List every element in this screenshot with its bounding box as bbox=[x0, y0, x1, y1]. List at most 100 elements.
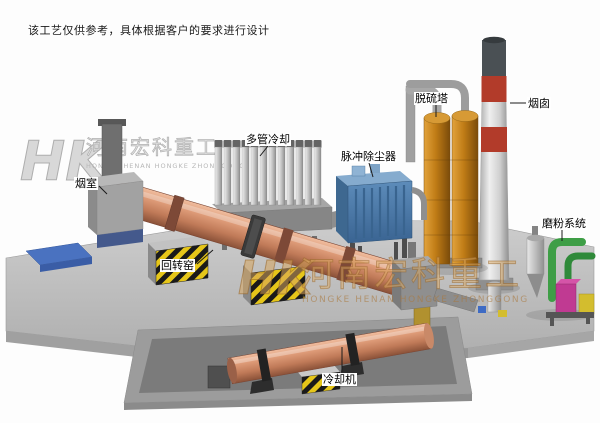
label-chimney: 烟囱 bbox=[527, 97, 551, 110]
tower-1-dome bbox=[423, 112, 451, 124]
left-watermark-company-en: HONGKE HENAN HONGKE ZHONGGONG bbox=[86, 162, 245, 170]
cooling-tube bbox=[304, 146, 313, 206]
cooler-end-cap-left bbox=[226, 357, 237, 384]
mill-box bbox=[555, 283, 577, 315]
kiln-riding-ring-3 bbox=[336, 245, 356, 283]
cyclone-shaft bbox=[526, 237, 545, 275]
collector-top-box bbox=[351, 165, 366, 177]
pier-1-side bbox=[148, 243, 156, 285]
collector-outlet-pipe bbox=[411, 187, 427, 220]
collector-leg bbox=[394, 242, 398, 260]
hood-side bbox=[392, 260, 401, 310]
center-watermark-logo: HK bbox=[238, 251, 315, 305]
cooling-tube bbox=[214, 146, 223, 206]
label-desulfurization-tower: 脱硫塔 bbox=[414, 92, 449, 105]
green-pipe-1 bbox=[548, 238, 586, 302]
kiln-girth-gear-inner bbox=[244, 218, 263, 256]
small-silo-cap bbox=[488, 281, 501, 287]
leader-rotary-kiln bbox=[196, 249, 214, 265]
cooler-cylinder bbox=[226, 322, 434, 385]
kiln-riding-ring-2 bbox=[274, 227, 294, 264]
cooler-highlight bbox=[230, 326, 426, 365]
left-watermark: HK 河南宏科重工 HONGKE HENAN HONGKE ZHONGGONG bbox=[20, 130, 245, 194]
tube-cap bbox=[232, 140, 241, 148]
yellow-unit bbox=[498, 310, 507, 317]
center-watermark-company-en: HONGKE HENAN HONGKE ZHONGGONG bbox=[302, 295, 529, 305]
mill-box-top bbox=[556, 279, 581, 284]
smoke-chamber-top bbox=[88, 172, 143, 187]
tube-cap bbox=[304, 140, 313, 148]
leader-lines bbox=[98, 102, 563, 372]
riser-duct bbox=[101, 123, 123, 183]
cooling-tube bbox=[295, 146, 304, 206]
center-watermark: HK 河南宏科重工 HONGKE HENAN HONGKE ZHONGGONG bbox=[238, 251, 529, 306]
tube-cap bbox=[313, 140, 322, 148]
cooler-roller-mount-1 bbox=[250, 378, 274, 394]
smoke-chamber-side bbox=[88, 178, 97, 235]
collector-leg bbox=[402, 238, 407, 258]
cooling-tube bbox=[268, 146, 277, 206]
yellow-hopper bbox=[578, 293, 595, 315]
cooling-tube bbox=[232, 146, 241, 206]
tower-2-dome bbox=[451, 110, 479, 122]
collector-top-box bbox=[370, 164, 380, 173]
leader-smoke-chamber bbox=[98, 185, 108, 195]
hood-top bbox=[392, 256, 437, 269]
cyclone-top-pipe bbox=[532, 226, 538, 238]
cooling-tube bbox=[250, 146, 259, 206]
pier-1-top bbox=[148, 236, 208, 251]
left-watermark-logo: HK bbox=[20, 130, 111, 193]
chimney-top-section bbox=[482, 40, 506, 76]
label-multi-tube-cooling: 多管冷却 bbox=[245, 133, 291, 146]
cooling-tube bbox=[223, 146, 232, 206]
cooling-tube bbox=[277, 146, 286, 206]
smoke-chamber bbox=[25, 119, 144, 272]
kiln-riding-ring-1 bbox=[164, 194, 185, 232]
cooler-end-cap-right bbox=[423, 323, 434, 349]
label-cooler: 冷却机 bbox=[322, 373, 357, 386]
label-rotary-kiln: 回转窑 bbox=[160, 259, 195, 272]
leader-pulse-dust-collector bbox=[368, 162, 374, 178]
grinding-base-leg bbox=[550, 318, 554, 326]
blue-unit bbox=[478, 306, 486, 313]
tower-elbow-pipe-2 bbox=[406, 80, 469, 124]
label-grinding-system: 磨粉系统 bbox=[541, 217, 587, 230]
riser-cap bbox=[98, 119, 126, 126]
tube-cap bbox=[295, 140, 304, 148]
cooling-tube bbox=[286, 146, 295, 206]
hood-stack bbox=[408, 242, 416, 260]
cooling-tube bbox=[313, 146, 322, 206]
pit-front-face bbox=[124, 394, 472, 410]
leader-multi-tube-cooling bbox=[259, 145, 269, 157]
pulse-dust-collector bbox=[336, 164, 427, 263]
smoke-chamber-front bbox=[96, 180, 144, 236]
pier-2-hazard-face bbox=[250, 265, 306, 306]
grinding-system bbox=[526, 226, 596, 326]
rotary-kiln bbox=[110, 180, 403, 296]
transfer-conveyor bbox=[432, 287, 479, 313]
cooling-tube bbox=[241, 146, 250, 206]
collector-left-face bbox=[336, 176, 348, 243]
blue-foundation-pad-face bbox=[40, 257, 92, 272]
smoke-chamber-base bbox=[97, 229, 143, 248]
grinding-base-leg bbox=[586, 316, 590, 324]
cooling-tube bbox=[259, 146, 268, 206]
cyclone-cone bbox=[527, 274, 544, 298]
hood-front bbox=[400, 264, 438, 311]
grinding-base-frame bbox=[546, 312, 594, 318]
tube-cap bbox=[223, 140, 232, 148]
disclaimer-text: 该工艺仅供参考，具体根据客户的要求进行设计 bbox=[28, 24, 270, 37]
cooling-tubes bbox=[214, 140, 322, 206]
chimney-top-rim bbox=[483, 36, 505, 44]
label-pulse-dust-collector: 脉冲除尘器 bbox=[340, 150, 397, 163]
cooler-discharge-box bbox=[207, 365, 231, 389]
pier-2-side bbox=[243, 265, 251, 305]
label-smoke-chamber: 烟室 bbox=[74, 177, 98, 190]
tower-1-shell bbox=[423, 117, 451, 265]
cooler-pier-top bbox=[296, 365, 340, 377]
green-pipe-2 bbox=[564, 252, 596, 304]
tower-2-shell bbox=[451, 115, 479, 267]
cyclone-cap bbox=[527, 234, 544, 242]
